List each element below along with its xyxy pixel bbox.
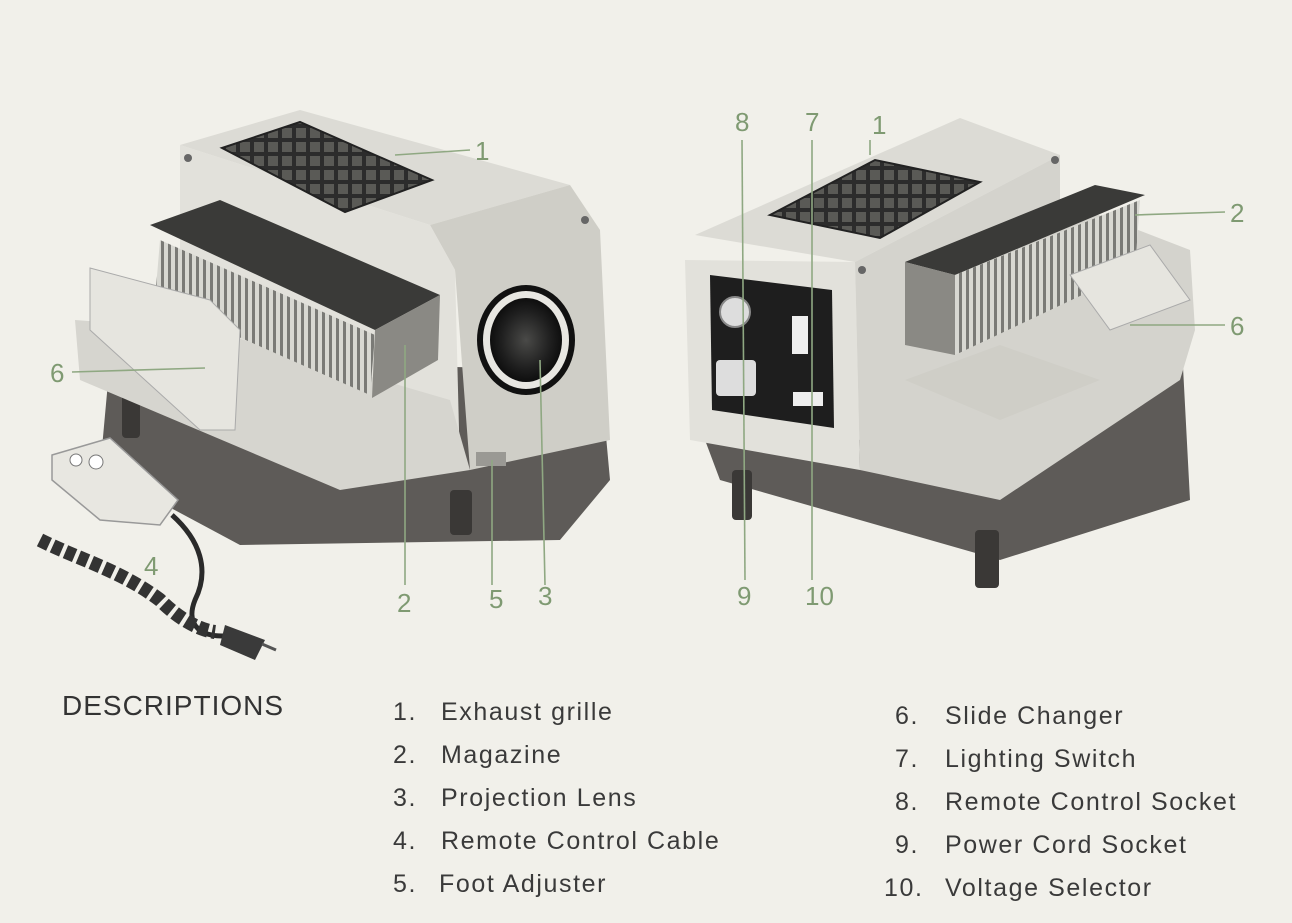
callout-7-right: 7: [805, 107, 819, 137]
callout-5-left: 5: [489, 584, 503, 614]
callout-4-left: 4: [144, 551, 158, 581]
description-item-2: 2.Magazine: [393, 741, 563, 769]
projector-rear-view: [685, 118, 1195, 588]
description-item-10: 10.Voltage Selector: [884, 874, 1153, 902]
description-item-7: 7.Lighting Switch: [895, 745, 1138, 773]
description-item-5: 5.Foot Adjuster: [393, 870, 608, 898]
description-item-3: 3.Projection Lens: [393, 784, 638, 812]
projector-illustration: 1 6 4 2 5 3 8 7 1 2 6 9 10: [36, 107, 1244, 660]
description-item-8: 8.Remote Control Socket: [895, 788, 1238, 816]
callout-2-right: 2: [1230, 198, 1244, 228]
description-item-6: 6.Slide Changer: [895, 702, 1125, 730]
description-item-4: 4.Remote Control Cable: [393, 827, 721, 855]
callout-10-right: 10: [805, 581, 834, 611]
descriptions-heading: DESCRIPTIONS: [62, 690, 285, 721]
callout-2-left: 2: [397, 588, 411, 618]
callout-6-left: 6: [50, 358, 64, 388]
description-item-1: 1.Exhaust grille: [393, 698, 614, 726]
callout-lines: [71, 139, 1226, 586]
callout-1-left: 1: [475, 136, 489, 166]
projector-front-view: [75, 110, 610, 545]
callout-9-right: 9: [737, 581, 751, 611]
callout-8-right: 8: [735, 107, 749, 137]
callout-6-right: 6: [1230, 311, 1244, 341]
callout-3-left: 3: [538, 581, 552, 611]
description-item-9: 9.Power Cord Socket: [895, 831, 1188, 859]
remote-control: [36, 437, 277, 660]
callout-1-right: 1: [872, 110, 886, 140]
